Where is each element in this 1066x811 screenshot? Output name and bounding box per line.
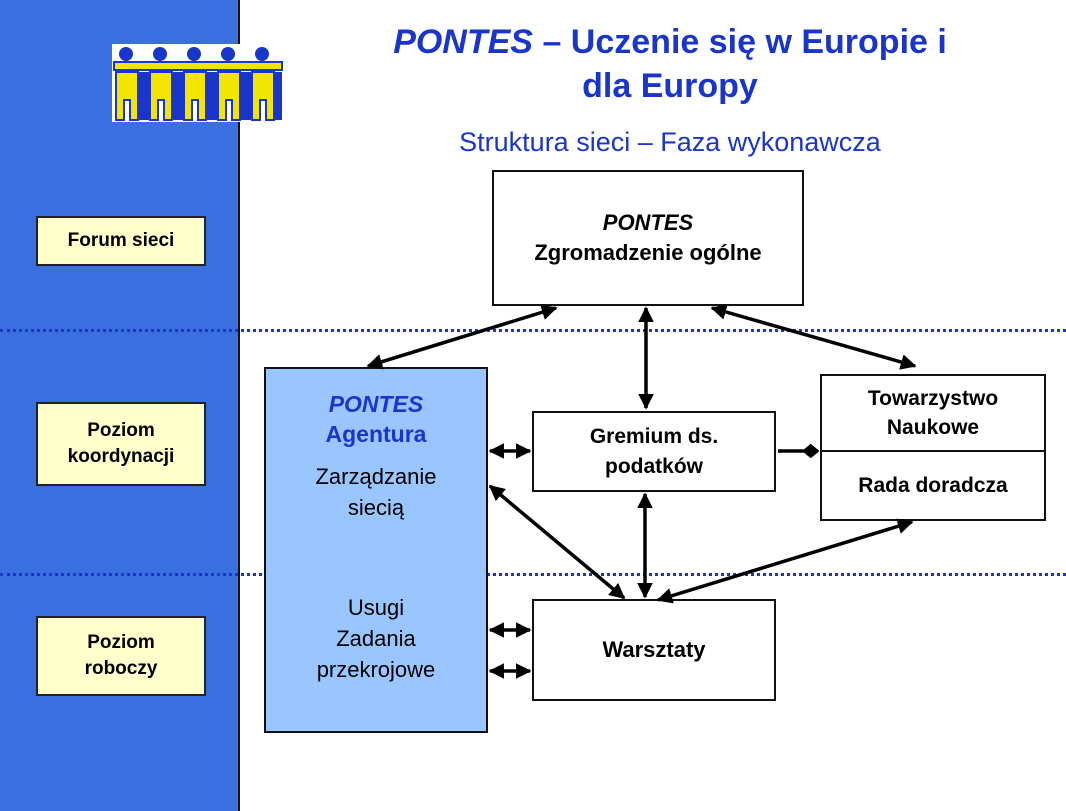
agency-management-line2: siecią — [347, 495, 405, 520]
advisory-board-section: Rada doradcza — [822, 450, 1044, 519]
arrow-society-workshops — [656, 518, 914, 604]
level-forum: Forum sieci — [36, 216, 206, 266]
assembly-label: Zgromadzenie ogólne — [534, 240, 762, 265]
agency-services-line3: przekrojowe — [316, 657, 436, 682]
arrow-agency-workshops — [488, 484, 626, 600]
workshops-box: Warsztaty — [532, 599, 776, 701]
society-line2: Naukowe — [886, 416, 980, 439]
assembly-brand: PONTES — [602, 210, 694, 235]
general-assembly-box: PONTES Zgromadzenie ogólne — [492, 170, 804, 306]
title-brand: PONTES — [393, 23, 533, 61]
arrow-assembly-society — [710, 304, 917, 370]
tax-committee-line1: Gremium ds. — [589, 424, 719, 448]
agency-name: Agentura — [325, 421, 427, 447]
agency-services-line2: Zadania — [336, 626, 416, 651]
title-rest: – Uczenie się w Europie i — [533, 23, 947, 61]
agency-brand: PONTES — [328, 391, 424, 417]
level-forum-label: Forum sieci — [67, 230, 175, 251]
tax-committee-box: Gremium ds. podatków — [532, 411, 776, 492]
level-coordination-line2: koordynacji — [67, 446, 175, 467]
scientific-society-box: Towarzystwo Naukowe Rada doradcza — [820, 374, 1046, 521]
people-chain-logo — [112, 44, 284, 122]
arrow-assembly-agency — [366, 304, 558, 370]
society-line1: Towarzystwo — [867, 387, 999, 410]
tax-committee-line2: podatków — [605, 454, 703, 478]
title-line2: dla Europy — [582, 67, 758, 105]
level-working: Poziom roboczy — [36, 616, 206, 696]
agency-services-line1: Usugi — [347, 595, 405, 620]
level-coordination: Poziom koordynacji — [36, 402, 206, 486]
slide-title: PONTES – Uczenie się w Europie i dla Eur… — [300, 20, 1040, 108]
advisory-board-label: Rada doradcza — [858, 473, 1008, 497]
agency-management-line1: Zarządzanie — [315, 464, 437, 489]
level-coordination-line1: Poziom — [87, 420, 155, 441]
workshops-label: Warsztaty — [602, 637, 706, 662]
agency-box: PONTES Agentura Zarządzanie siecią Usugi… — [264, 367, 488, 733]
level-working-line1: Poziom — [87, 632, 155, 653]
slide-subtitle: Struktura sieci – Faza wykonawcza — [459, 127, 881, 157]
level-working-line2: roboczy — [84, 658, 158, 679]
